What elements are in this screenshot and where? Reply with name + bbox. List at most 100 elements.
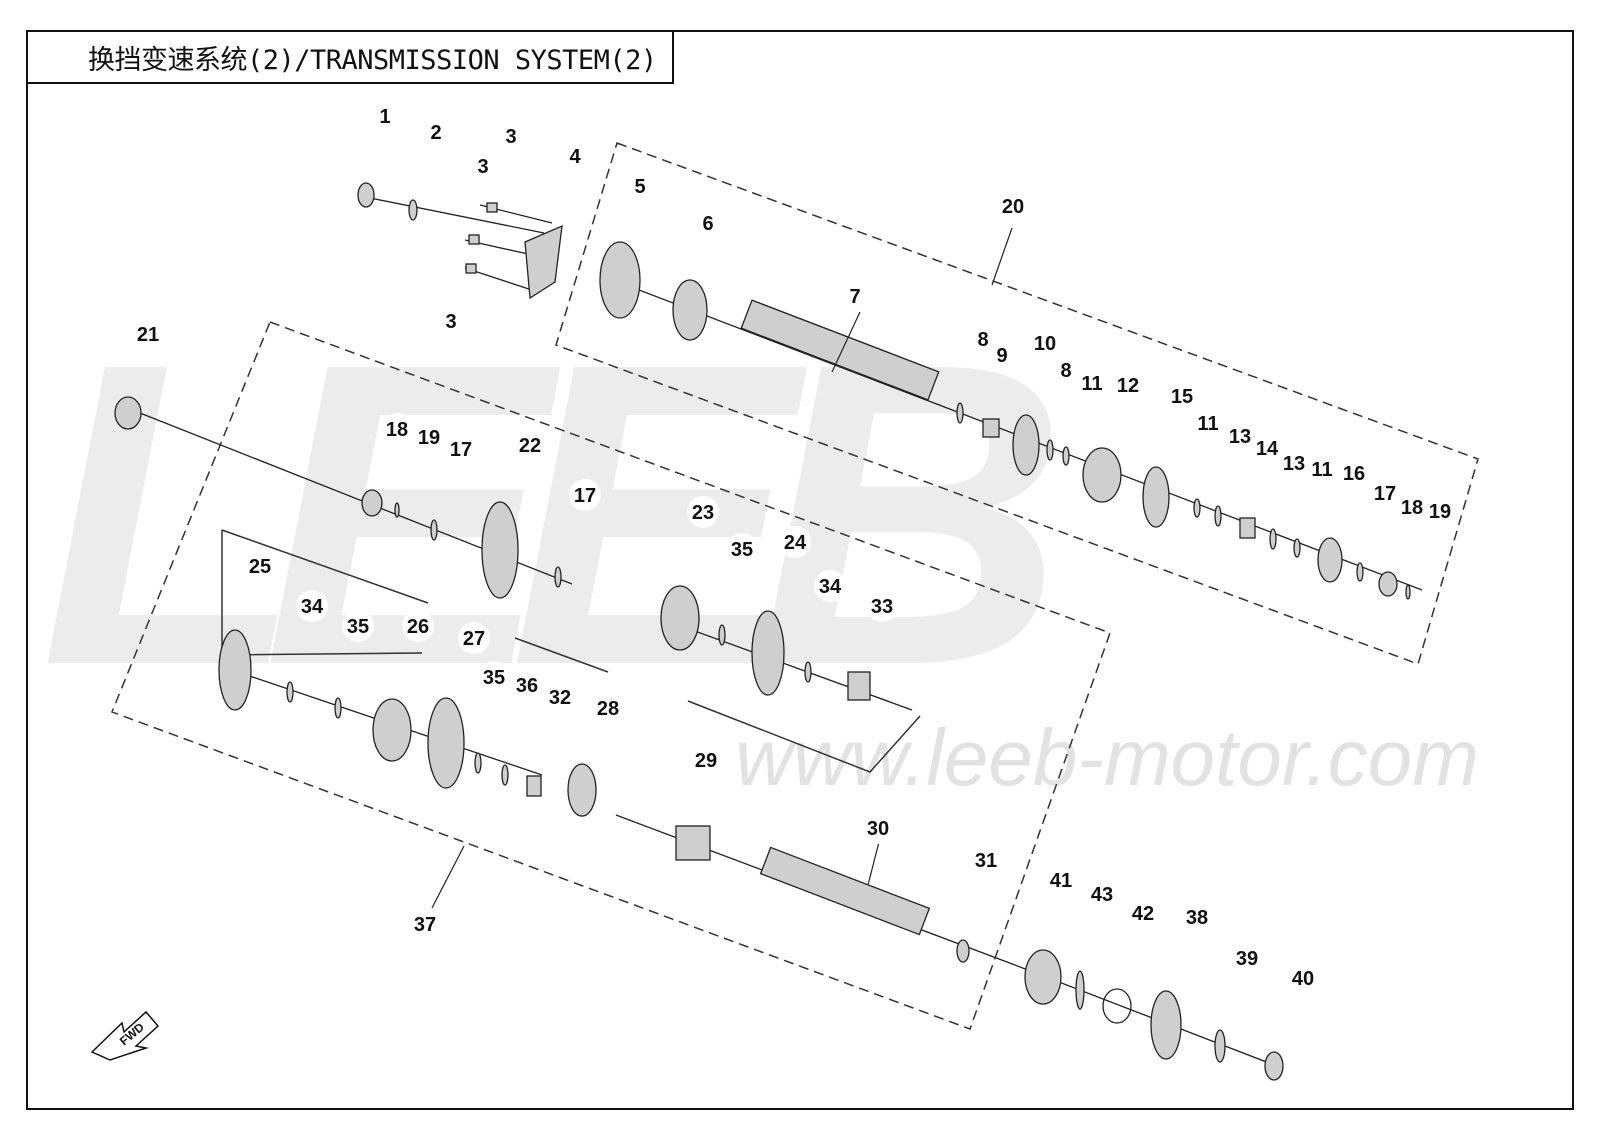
leader-7 <box>831 311 861 373</box>
callout-35: 35 <box>483 667 505 689</box>
callout-15: 15 <box>1171 386 1193 408</box>
callout-2: 2 <box>430 122 441 144</box>
callout-11: 11 <box>1081 373 1102 395</box>
callout-bg <box>511 669 543 701</box>
callout-bg <box>1192 407 1224 439</box>
callout-32: 32 <box>549 687 571 709</box>
callout-30: 30 <box>867 818 889 840</box>
callout-bg <box>862 812 894 844</box>
callout-bg <box>986 339 1018 371</box>
callout-42: 42 <box>1132 903 1154 925</box>
part-gear-10 <box>1012 414 1040 476</box>
callout-bg <box>435 305 467 337</box>
callout-13: 13 <box>1229 426 1251 448</box>
subgroup-line-a <box>221 529 429 604</box>
callout-34: 34 <box>819 576 842 598</box>
callout-17: 17 <box>450 439 472 461</box>
callout-bg <box>1050 354 1082 386</box>
callout-31: 31 <box>975 850 997 872</box>
callout-41: 41 <box>1050 870 1072 892</box>
callout-25: 25 <box>249 556 271 578</box>
group-20-outline <box>555 142 1479 665</box>
part-ring-11b <box>1193 498 1201 518</box>
callout-labels: 1233334567891081112151113141311161718192… <box>132 100 1456 994</box>
callout-6: 6 <box>702 213 713 235</box>
part-ring-34b <box>286 681 294 703</box>
axis-upper-shaft <box>599 274 1423 591</box>
part-bushing-33 <box>847 671 871 701</box>
callout-bg <box>1045 864 1077 896</box>
bolt-leader-c <box>464 267 539 293</box>
leader-30 <box>867 837 881 886</box>
watermark-url: www.leeb-motor.com <box>735 713 1479 802</box>
callout-bg <box>413 421 445 453</box>
callout-24: 24 <box>784 532 807 554</box>
callout-bg <box>866 590 898 622</box>
part-oring-42 <box>1102 988 1132 1024</box>
callout-18: 18 <box>386 419 408 441</box>
callout-36: 36 <box>516 675 538 697</box>
callout-17: 17 <box>1374 483 1396 505</box>
callout-3: 3 <box>505 126 516 148</box>
callout-bg <box>1127 897 1159 929</box>
fwd-arrow-icon: FWD <box>90 1010 160 1061</box>
callout-23: 23 <box>692 502 714 524</box>
part-bearing-18b <box>361 489 383 517</box>
callout-34: 34 <box>301 596 324 618</box>
callout-16: 16 <box>1343 463 1365 485</box>
callout-bg <box>1086 878 1118 910</box>
part-bolt-3a <box>486 202 498 213</box>
part-ring-34a <box>804 661 812 683</box>
part-ring-35b <box>334 697 342 719</box>
callout-14: 14 <box>1256 438 1279 460</box>
part-plate-4 <box>524 224 563 300</box>
part-ring-17b <box>430 519 438 541</box>
callout-35: 35 <box>731 539 753 561</box>
callout-20: 20 <box>1002 196 1024 218</box>
callout-bg <box>296 590 328 622</box>
callout-bg <box>1166 380 1198 412</box>
callout-bg <box>445 433 477 465</box>
callout-12: 12 <box>1117 375 1139 397</box>
diagram-frame <box>26 30 1574 1110</box>
callout-bg <box>997 190 1029 222</box>
part-nut-40 <box>1264 1051 1284 1081</box>
callout-3: 3 <box>477 156 488 178</box>
part-ring-31 <box>956 939 970 963</box>
callout-bg <box>1369 477 1401 509</box>
callout-1: 1 <box>379 106 390 128</box>
part-ring-8a <box>956 402 964 424</box>
group-37-outline <box>111 321 1111 1030</box>
part-ring-17a <box>1356 562 1364 582</box>
part-ring-8b <box>1046 439 1054 461</box>
part-shaft-30 <box>759 846 931 936</box>
part-bushing-29 <box>675 825 711 861</box>
part-bushing-21 <box>114 396 142 430</box>
part-seal-41 <box>1024 949 1062 1005</box>
part-bolt-3b <box>468 234 480 245</box>
callout-bg <box>687 496 719 528</box>
part-ring-17c <box>554 566 562 588</box>
leader-37 <box>431 845 465 909</box>
callout-bg <box>592 692 624 724</box>
part-bushing-32 <box>526 775 542 797</box>
callout-19: 19 <box>1429 501 1451 523</box>
callout-8: 8 <box>977 329 988 351</box>
callout-bg <box>342 610 374 642</box>
callout-13: 13 <box>1283 453 1305 475</box>
callout-7: 7 <box>849 286 860 308</box>
part-ring-36 <box>501 764 509 786</box>
callout-bg <box>1112 369 1144 401</box>
callout-bg <box>1076 367 1108 399</box>
callout-bg <box>369 100 401 132</box>
callout-35: 35 <box>347 616 369 638</box>
callout-33: 33 <box>871 596 893 618</box>
part-bearing-28 <box>567 763 597 817</box>
callout-26: 26 <box>407 616 429 638</box>
callout-bg <box>1338 457 1370 489</box>
callout-bg <box>690 744 722 776</box>
part-gear-27 <box>427 697 465 789</box>
part-bushing-9 <box>982 418 1000 438</box>
part-gear-25 <box>218 629 252 711</box>
